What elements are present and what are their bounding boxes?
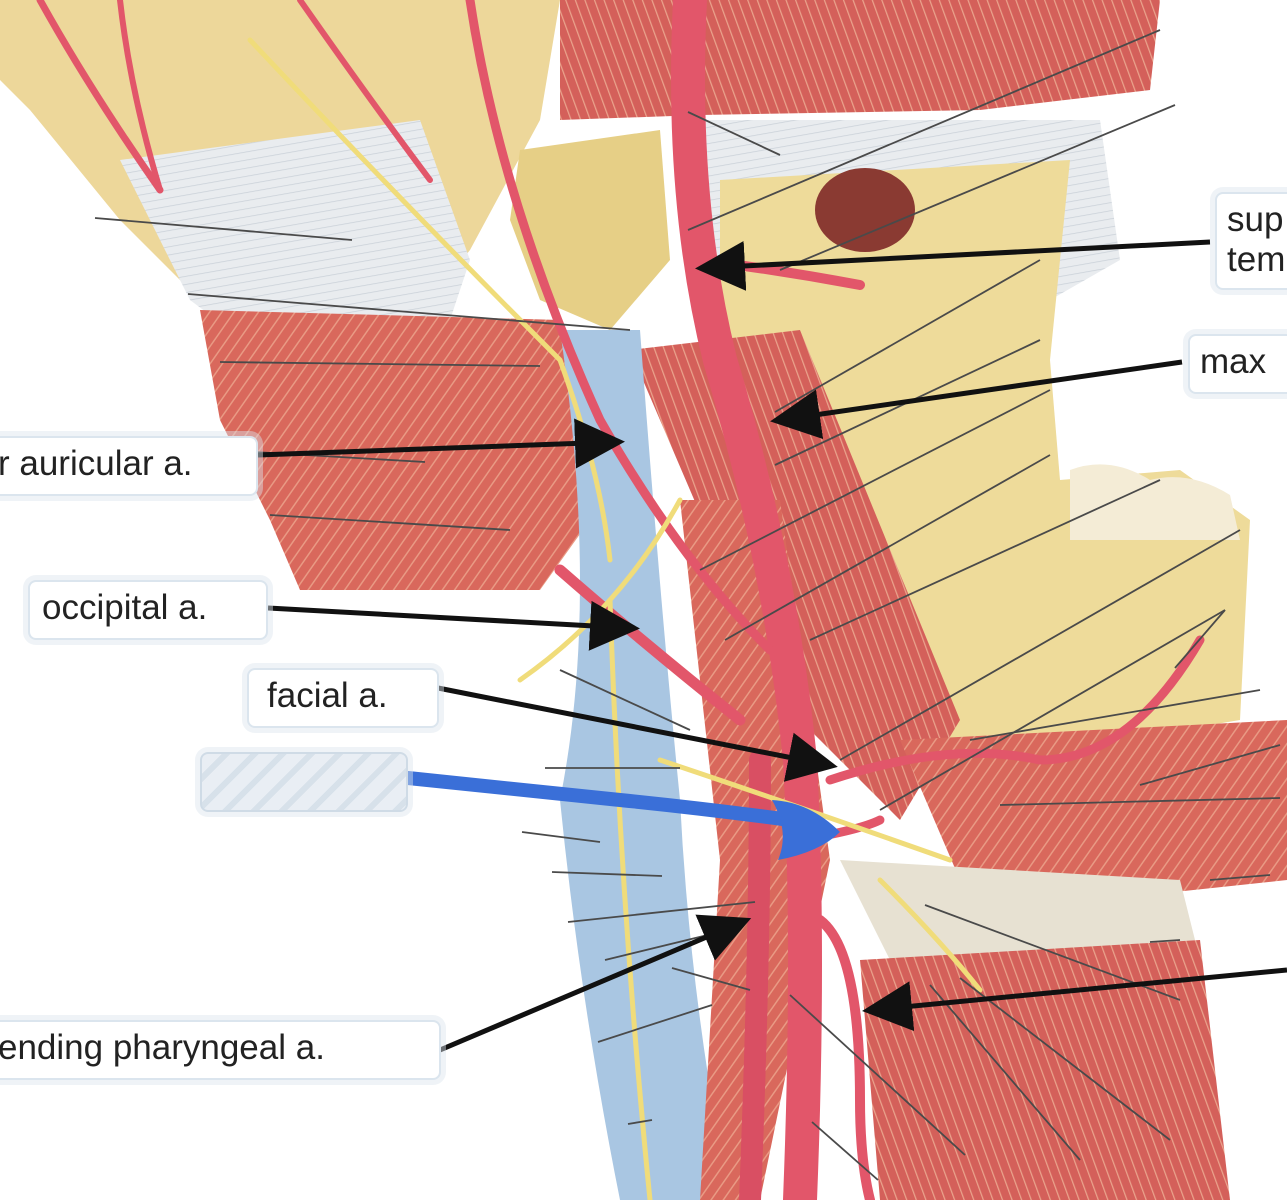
leader-line (687, 29, 1161, 231)
leader-line (1149, 939, 1181, 943)
label-superficial-temporal[interactable]: sup tem (1215, 192, 1287, 290)
leader-line (687, 111, 781, 156)
leader-line (809, 479, 1161, 641)
blue-arrow-head (772, 800, 840, 860)
temporal-fascia (120, 120, 470, 330)
leader-line (671, 967, 751, 991)
leader-lines (94, 29, 1281, 1181)
nerve-3 (877, 877, 983, 993)
blue-marker-arrow (401, 771, 840, 860)
leader-line (774, 259, 1041, 413)
arrow-facial (437, 685, 838, 782)
arrow-posterior-auricular (257, 418, 625, 469)
infrahyoid-muscles (860, 940, 1230, 1200)
leader-line (627, 1119, 653, 1125)
leader-line (929, 984, 1081, 1161)
leader-line (811, 1121, 879, 1181)
label-posterior-auricular-text: r auricular a. (0, 444, 193, 483)
label-arrows (257, 239, 1287, 1053)
leader-line (187, 293, 631, 331)
leader-line (219, 361, 541, 367)
scalp-artery-1 (36, 0, 164, 194)
leader-line (1174, 609, 1226, 669)
leader-line (699, 389, 1051, 571)
label-occipital-text: occipital a. (42, 588, 208, 627)
leader-line (269, 514, 511, 531)
teeth (1070, 464, 1240, 540)
scalp-artery-2 (117, 0, 163, 193)
label-ascending-pharyngeal[interactable]: ending pharyngeal a. (0, 1020, 441, 1080)
internal-carotid-artery (739, 749, 771, 1200)
leader-line (879, 609, 1226, 811)
mastoid-bone (510, 130, 670, 330)
facial-artery-branch (825, 635, 1205, 785)
ear-canal (815, 168, 915, 252)
digastric-muscle (630, 330, 960, 820)
leader-line (839, 529, 1241, 761)
leader-line (521, 831, 601, 843)
arrow-ascending-pharyngeal (439, 914, 752, 1053)
posterior-auricular-artery (465, 0, 775, 655)
label-superficial-temporal-line2: tem (1227, 240, 1286, 279)
vagus-nerve (607, 597, 653, 1200)
leader-line (969, 689, 1261, 741)
leader-line (567, 901, 756, 923)
nerve-1 (247, 37, 613, 563)
leader-line (1209, 874, 1271, 881)
leader-line (559, 669, 691, 731)
arrow-unlabeled-right (862, 967, 1287, 1032)
scalp-artery-3 (297, 0, 433, 183)
submandibular-muscle (900, 720, 1287, 900)
occipital-artery (554, 564, 746, 726)
label-occipital[interactable]: occipital a. (28, 580, 268, 640)
arrow-superficial-temporal (695, 239, 1211, 291)
leader-line (1139, 744, 1281, 786)
blue-arrow-shaft (401, 771, 797, 827)
superior-thyroid-artery (815, 915, 875, 1200)
label-facial[interactable]: facial a. (247, 668, 439, 728)
leader-line (597, 1004, 713, 1043)
leader-line (789, 994, 966, 1156)
label-facial-text: facial a. (267, 676, 388, 715)
arrow-occipital (267, 600, 640, 651)
leader-line (94, 217, 353, 241)
label-posterior-auricular[interactable]: r auricular a. (0, 436, 258, 496)
leader-line (724, 454, 1051, 641)
label-ascending-pharyngeal-text: ending pharyngeal a. (0, 1028, 325, 1067)
label-maxillary[interactable]: max (1188, 334, 1287, 394)
external-carotid-artery (671, 0, 822, 1200)
leader-line (959, 977, 1171, 1141)
leader-line (779, 104, 1176, 271)
label-blank-answer[interactable] (200, 752, 408, 812)
label-superficial-temporal-line1: sup (1227, 200, 1284, 239)
leader-line (551, 871, 663, 877)
label-maxillary-text: max (1200, 342, 1267, 381)
arrow-maxillary (770, 359, 1183, 440)
upper-muscle-band (560, 0, 1160, 120)
leader-line (999, 797, 1281, 806)
